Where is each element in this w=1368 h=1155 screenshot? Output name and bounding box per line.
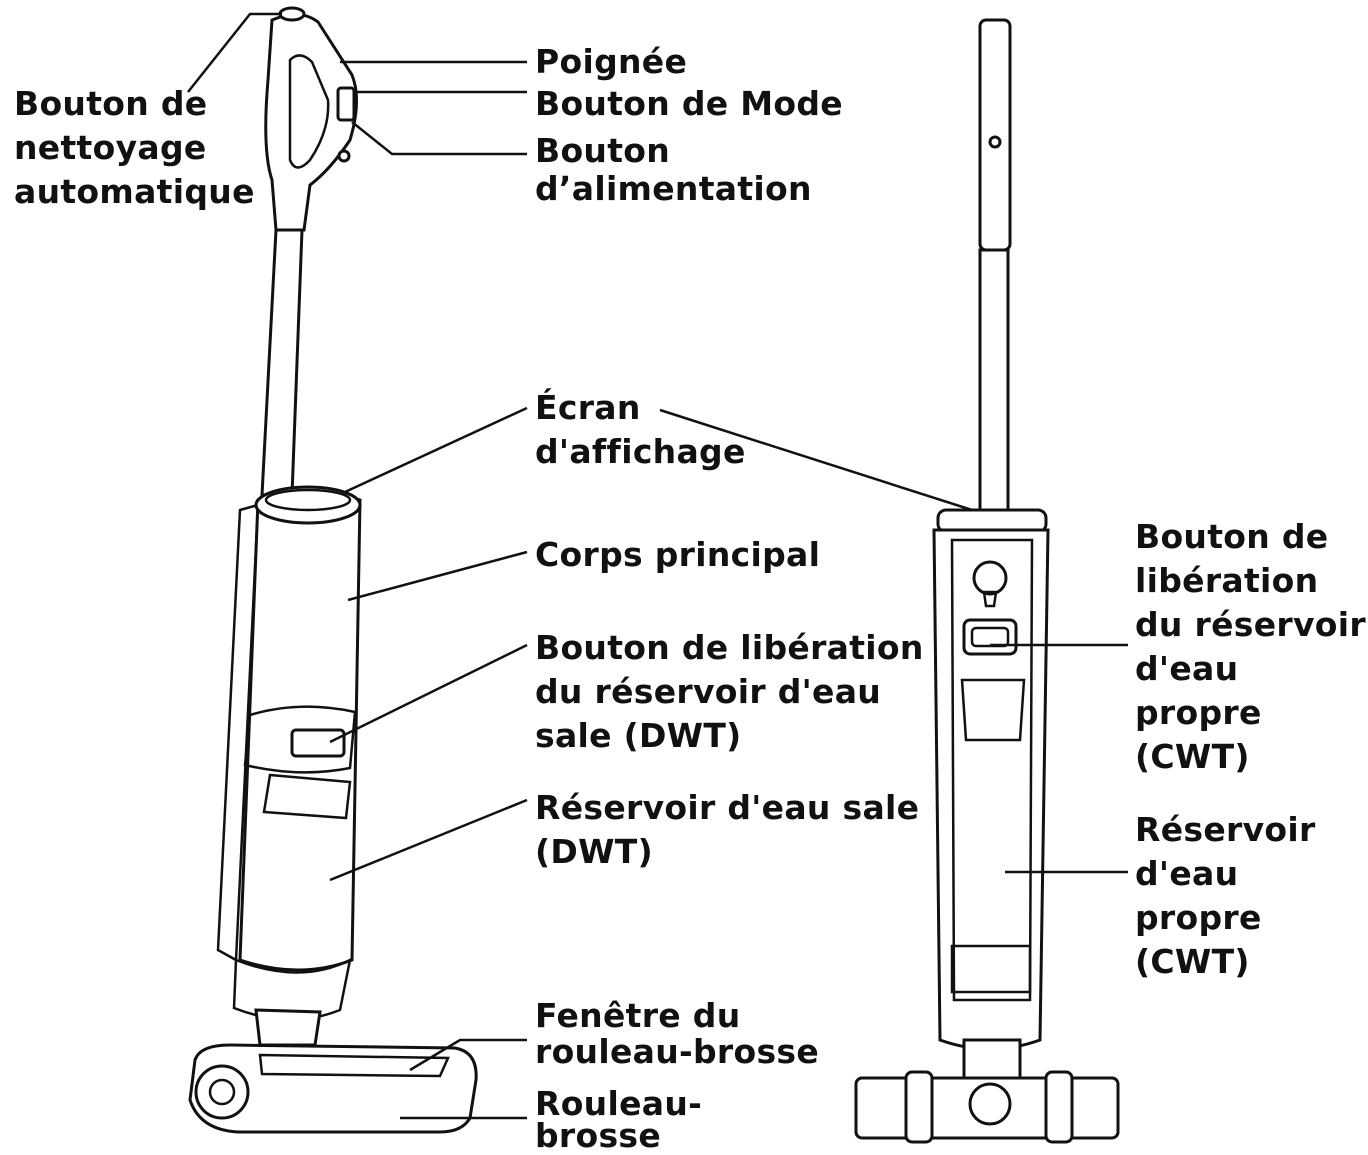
mode-button-shape bbox=[336, 86, 356, 122]
side-view-device bbox=[188, 6, 478, 1134]
brushroll-label: Rouleau- brosse bbox=[535, 1084, 703, 1155]
dwt-release-button-label: Bouton de libération du réservoir d'eau … bbox=[535, 628, 924, 755]
front-center-hub bbox=[968, 1082, 1012, 1126]
cwt-release-button-label: Bouton de libération du réservoir d'eau … bbox=[1135, 517, 1366, 776]
leader-display-right bbox=[659, 408, 973, 512]
side-display-inner bbox=[264, 488, 352, 512]
front-wheel-left bbox=[904, 1070, 934, 1144]
auto-clean-button-label: Bouton de nettoyage automatique bbox=[14, 84, 255, 211]
power-button-label: Bouton d’alimentation bbox=[535, 131, 812, 208]
leader-dwt-tank bbox=[329, 798, 528, 882]
handle-label: Poignée bbox=[535, 42, 688, 81]
cwt-tank-label: Réservoir d'eau propre (CWT) bbox=[1135, 810, 1316, 981]
front-tank-bottom bbox=[950, 944, 1032, 994]
main-body-label: Corps principal bbox=[535, 535, 821, 574]
handle-shape bbox=[264, 13, 359, 232]
leader-lines bbox=[187, 12, 1128, 1120]
dwt-tank-label: Réservoir d'eau sale (DWT) bbox=[535, 788, 920, 871]
leader-power bbox=[351, 121, 527, 156]
side-wheel bbox=[194, 1064, 250, 1120]
leader-dwt-button bbox=[329, 643, 528, 744]
leader-display-left bbox=[344, 406, 528, 494]
front-cwt-window bbox=[960, 678, 1026, 742]
side-dwt-release-button bbox=[290, 728, 346, 758]
leader-auto-clean bbox=[187, 12, 282, 93]
leader-main-body bbox=[347, 550, 528, 602]
front-view-device bbox=[854, 18, 1120, 1144]
front-wheel-right bbox=[1044, 1070, 1074, 1144]
front-body-inner bbox=[950, 538, 1034, 1002]
power-button-shape bbox=[337, 149, 351, 163]
auto-clean-button-shape bbox=[278, 6, 306, 22]
side-dwt-collar bbox=[243, 705, 357, 774]
front-keyhole bbox=[972, 560, 1008, 596]
handle-grip-opening bbox=[288, 54, 330, 169]
side-dwt-window bbox=[262, 773, 352, 820]
side-wheel-hub bbox=[208, 1078, 236, 1106]
front-keyhole-stem bbox=[982, 590, 998, 608]
leader-brushroll-window bbox=[409, 1038, 527, 1072]
side-tube bbox=[260, 228, 304, 497]
brushroll-window-label: Fenêtre du rouleau-brosse bbox=[535, 996, 820, 1071]
display-screen-label: Écran d'affichage bbox=[535, 388, 746, 471]
front-upper-tube bbox=[978, 18, 1012, 252]
front-lower-tube bbox=[978, 248, 1010, 532]
side-neck bbox=[254, 1008, 322, 1047]
front-tube-screw bbox=[988, 135, 1002, 149]
side-display-screen bbox=[254, 485, 362, 525]
side-brushroll-window bbox=[258, 1053, 450, 1078]
mode-button-label: Bouton de Mode bbox=[535, 84, 843, 123]
